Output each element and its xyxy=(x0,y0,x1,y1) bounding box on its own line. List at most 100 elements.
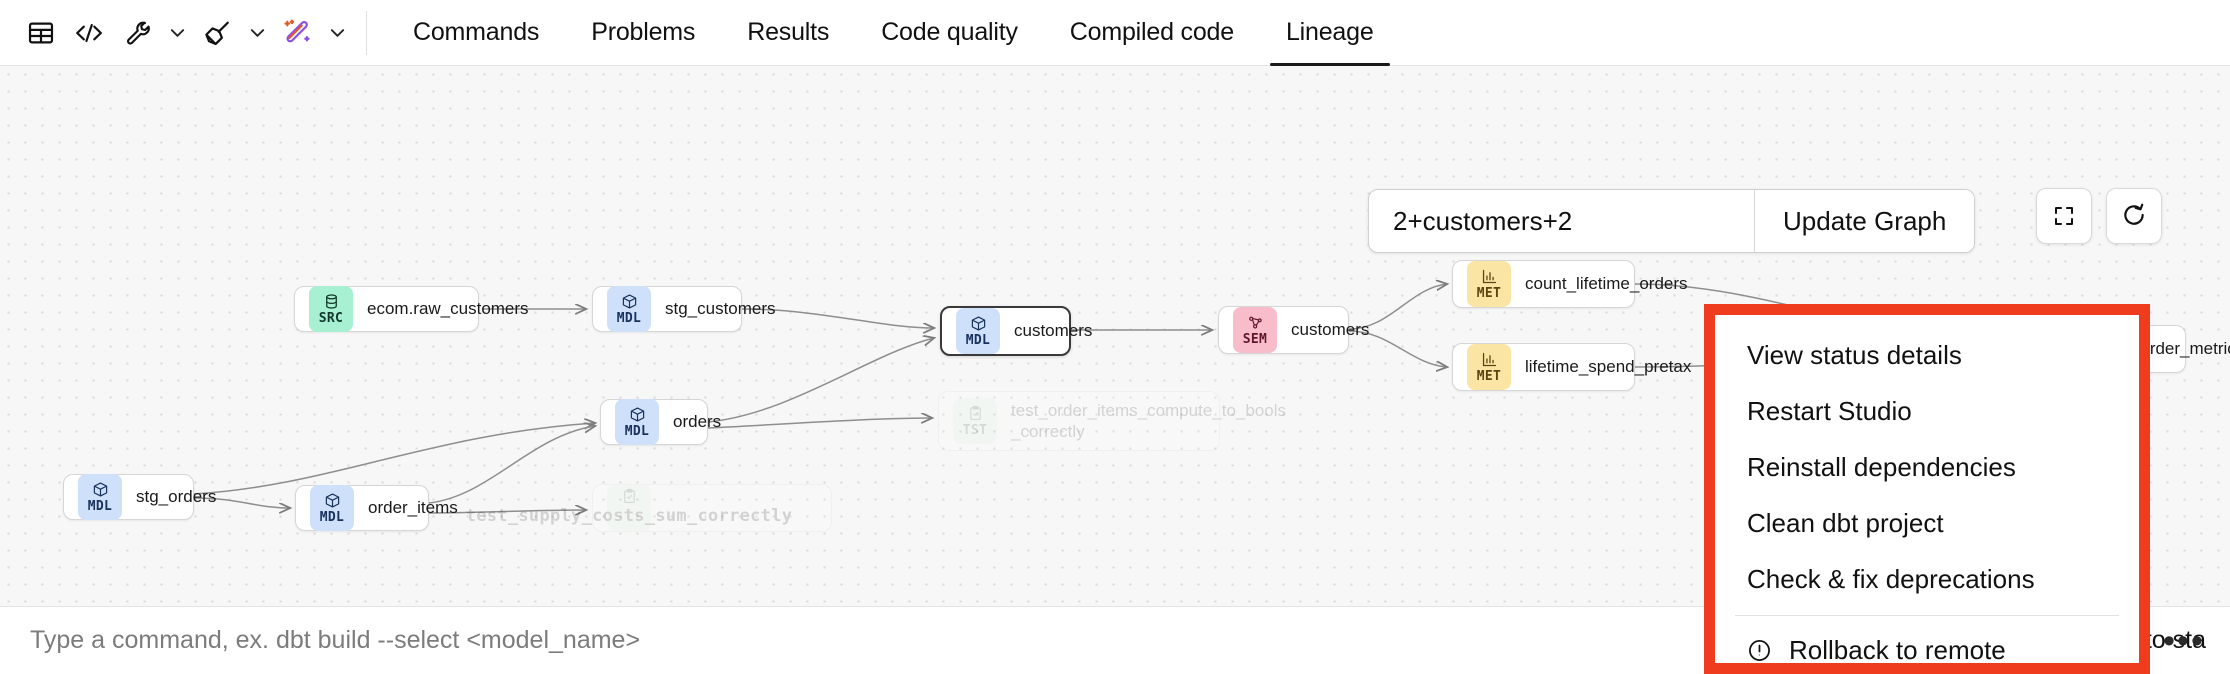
menu-item-label: Reinstall dependencies xyxy=(1747,451,2016,482)
tab-code-quality[interactable]: Code quality xyxy=(855,0,1044,66)
tab-commands[interactable]: Commands xyxy=(387,0,565,66)
node-type-badge-mdl: MDL xyxy=(956,308,1000,354)
code-icon[interactable] xyxy=(66,10,112,56)
cube-icon xyxy=(970,315,987,332)
badge-text: MDL xyxy=(965,332,991,348)
tab-problems[interactable]: Problems xyxy=(565,0,721,66)
lineage-node-ecom-raw-customers[interactable]: SRC ecom.raw_customers xyxy=(294,286,529,332)
kebab-icon: ••• xyxy=(2163,621,2205,660)
tab-compiled-code[interactable]: Compiled code xyxy=(1044,0,1260,66)
clipboard-check-icon xyxy=(621,488,638,505)
node-label: test_order_items_compute_to_bools _corre… xyxy=(1011,400,1286,441)
lineage-node-order-items[interactable]: MDL order_items xyxy=(295,485,458,531)
canvas-controls xyxy=(2036,188,2162,244)
node-label: stg_orders xyxy=(136,487,217,507)
badge-text: TST xyxy=(962,422,988,438)
editor-tool-group xyxy=(0,0,352,66)
menu-item-rollback-to-remote[interactable]: Rollback to remote xyxy=(1715,622,2139,663)
lineage-node-orders[interactable]: MDL orders xyxy=(600,399,721,445)
node-label: customers xyxy=(1014,321,1093,341)
lineage-node-test-supply-costs-sum-correctly[interactable]: test_supply_costs_sum_correctly xyxy=(466,484,832,532)
cube-icon xyxy=(92,481,109,498)
menu-separator xyxy=(1735,615,2119,616)
node-type-badge-tst: TST xyxy=(953,398,997,444)
command-input[interactable] xyxy=(0,626,1983,655)
lineage-node-count-lifetime-orders[interactable]: MET count_lifetime_orders xyxy=(1452,260,1688,308)
panel-tabs: Commands Problems Results Code quality C… xyxy=(387,0,1400,66)
node-label: order_items xyxy=(368,498,458,518)
clipboard-check-icon xyxy=(967,405,984,422)
tab-code-quality-label: Code quality xyxy=(881,18,1018,46)
badge-text: MET xyxy=(1476,368,1502,384)
more-options-button[interactable]: ••• xyxy=(2156,621,2212,661)
menu-item-label: Restart Studio xyxy=(1747,395,1912,426)
node-label: count_lifetime_orders xyxy=(1525,274,1688,294)
menu-item-restart-studio[interactable]: Restart Studio xyxy=(1715,383,2139,439)
warning-circle-icon xyxy=(1747,638,1772,663)
tab-lineage-label: Lineage xyxy=(1285,18,1374,46)
bar-chart-icon xyxy=(1481,351,1498,368)
lineage-node-customers-model[interactable]: MDL customers xyxy=(940,306,1092,356)
node-type-badge-met: MET xyxy=(1467,344,1511,390)
badge-text: MDL xyxy=(616,310,642,326)
badge-text: MDL xyxy=(87,498,113,514)
menu-item-label: View status details xyxy=(1747,339,1962,370)
magic-wand-icon[interactable] xyxy=(274,10,320,56)
node-label: ecom.raw_customers xyxy=(367,299,529,319)
tab-results-label: Results xyxy=(747,18,830,46)
context-menu: View status details Restart Studio Reins… xyxy=(1715,315,2139,663)
node-label: lifetime_spend_pretax xyxy=(1525,357,1692,377)
badge-text: MDL xyxy=(624,423,650,439)
table-icon[interactable] xyxy=(18,10,64,56)
menu-item-check-fix-deprecations[interactable]: Check & fix deprecations xyxy=(1715,551,2139,607)
tab-results[interactable]: Results xyxy=(721,0,855,66)
menu-item-view-status-details[interactable]: View status details xyxy=(1715,327,2139,383)
update-graph-label: Update Graph xyxy=(1783,205,1947,236)
top-toolbar: Commands Problems Results Code quality C… xyxy=(0,0,2230,66)
broom-icon[interactable] xyxy=(194,10,240,56)
tab-lineage[interactable]: Lineage xyxy=(1260,0,1400,66)
node-type-badge-sem: SEM xyxy=(1233,307,1277,353)
node-type-badge-mdl: MDL xyxy=(607,286,651,332)
lineage-node-test-order-items-compute-to-bools[interactable]: TST test_order_items_compute_to_bools _c… xyxy=(938,391,1286,451)
lineage-search-group: Update Graph xyxy=(1368,189,1976,253)
node-type-badge-tst: test_supply_costs_sum_correctly xyxy=(466,485,792,531)
cube-icon xyxy=(324,492,341,509)
badge-text: MET xyxy=(1476,285,1502,301)
fit-to-screen-button[interactable] xyxy=(2036,188,2092,244)
lineage-node-stg-customers[interactable]: MDL stg_customers xyxy=(592,286,776,332)
lineage-node-lifetime-spend-pretax[interactable]: MET lifetime_spend_pretax xyxy=(1452,343,1691,391)
cube-icon xyxy=(629,406,646,423)
toolbar-divider xyxy=(366,10,367,55)
bar-chart-icon xyxy=(1481,268,1498,285)
badge-text: SEM xyxy=(1242,331,1268,347)
cube-icon xyxy=(621,293,638,310)
semantic-graph-icon xyxy=(1247,314,1264,331)
menu-item-reinstall-dependencies[interactable]: Reinstall dependencies xyxy=(1715,439,2139,495)
node-type-badge-mdl: MDL xyxy=(615,399,659,445)
refresh-graph-button[interactable] xyxy=(2106,188,2162,244)
lineage-node-stg-orders[interactable]: MDL stg_orders xyxy=(63,474,216,520)
menu-item-clean-dbt-project[interactable]: Clean dbt project xyxy=(1715,495,2139,551)
chevron-down-icon-wrench[interactable] xyxy=(162,10,192,56)
node-type-badge-mdl: MDL xyxy=(310,485,354,531)
lineage-node-customers-semantic[interactable]: SEM customers xyxy=(1218,306,1369,354)
lineage-search-input[interactable] xyxy=(1369,190,1754,252)
node-label: orders xyxy=(673,412,722,432)
node-type-badge-met: MET xyxy=(1467,261,1511,307)
chevron-down-icon-magic[interactable] xyxy=(322,10,352,56)
chevron-down-icon-broom[interactable] xyxy=(242,10,272,56)
badge-text: SRC xyxy=(318,310,344,326)
node-label: stg_customers xyxy=(665,299,776,319)
tab-problems-label: Problems xyxy=(591,18,696,46)
node-type-badge-mdl: MDL xyxy=(78,474,122,520)
wrench-icon[interactable] xyxy=(114,10,160,56)
tab-commands-label: Commands xyxy=(413,18,540,46)
menu-item-label: Clean dbt project xyxy=(1747,507,1944,538)
update-graph-button[interactable]: Update Graph xyxy=(1754,190,1975,252)
context-menu-highlight: View status details Restart Studio Reins… xyxy=(1704,304,2150,674)
menu-item-label: Check & fix deprecations xyxy=(1747,563,2035,594)
node-type-badge-src: SRC xyxy=(309,286,353,332)
tab-compiled-code-label: Compiled code xyxy=(1069,18,1234,46)
